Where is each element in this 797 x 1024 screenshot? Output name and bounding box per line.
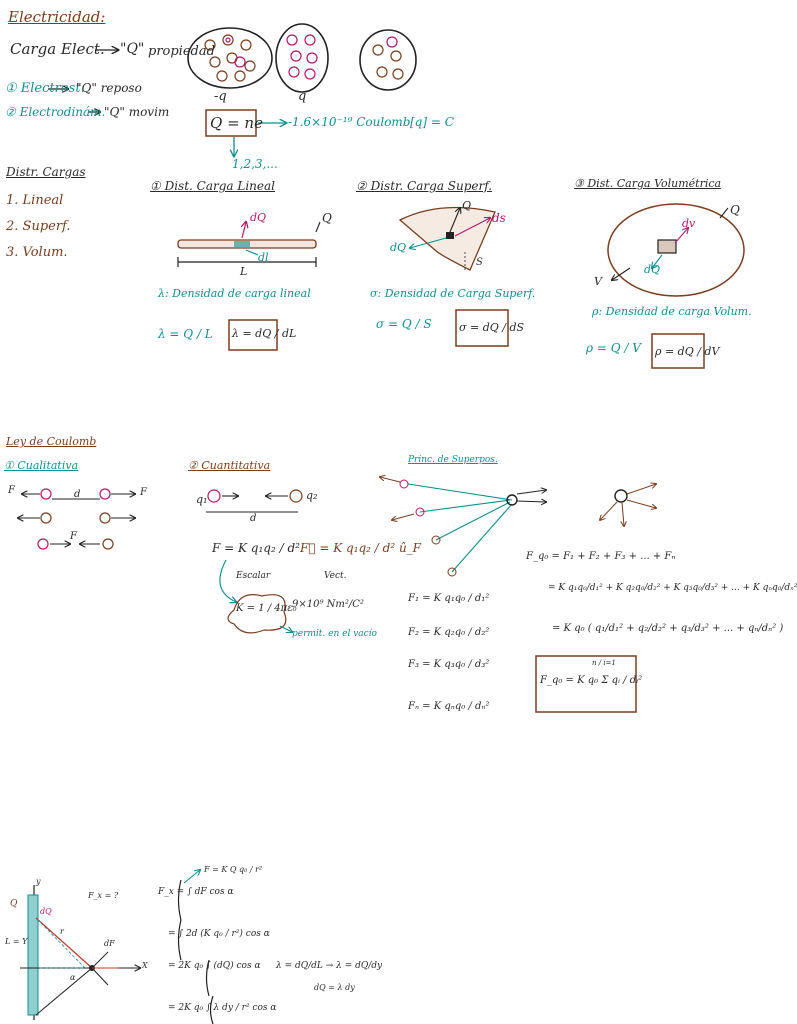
q-movim-label: "Q" movim [104, 105, 170, 119]
bottom-f-def: F = K Q q₀ / r² [204, 865, 263, 874]
plus-q-label: q [298, 89, 307, 104]
volum-f1: ρ = Q / V [586, 341, 641, 355]
distr-item-lineal: 1. Lineal [6, 193, 64, 208]
volum-dv: dv [682, 217, 696, 230]
d-label-quant: d [250, 513, 257, 524]
coulomb-force-eq: F = K q₁q₂ / d² [212, 541, 300, 555]
integral-2: = ∫ 2d (K q₀ / r²) cos α [168, 929, 270, 939]
propiedad-label: propiedad [148, 44, 215, 59]
lineal-heading: ① Dist. Carga Lineal [150, 179, 275, 193]
f3-eq: F₃ = K q₃q₀ / d₃² [408, 659, 490, 670]
vect-label: Vect. [324, 571, 347, 581]
superf-desc: σ: Densidad de Carga Superf. [370, 287, 536, 300]
electron-charge-value: -1.6×10⁻¹⁹ Coulomb [288, 115, 411, 129]
sum-boxed: F_q₀ = K q₀ Σ qᵢ / dᵢ² [540, 675, 643, 686]
force-label-right: F [140, 487, 147, 498]
superf-dQ: dQ [390, 241, 407, 254]
superf-ds: ds [492, 211, 506, 225]
distr-title: Distr. Cargas [6, 165, 86, 179]
sum-eq-1: F_q₀ = F₁ + F₂ + F₃ + ... + Fₙ [526, 551, 676, 562]
volum-dQ: dQ [644, 263, 661, 276]
coulomb-vector-eq: F⃗ = K q₁q₂ / d² û_F [300, 541, 422, 555]
cualitativa-heading: ① Cualitativa [4, 459, 79, 472]
dq-lambda-dy: dQ = λ dy [314, 983, 355, 992]
f1-eq: F₁ = K q₁q₀ / d₁² [408, 593, 490, 604]
q-symbol: "Q" [120, 41, 145, 57]
lineal-desc: λ: Densidad de carga lineal [158, 287, 311, 300]
force-label-left: F [8, 485, 15, 496]
q-reposo-label: "Q" reposo [76, 81, 142, 95]
integral-3: = 2K q₀ ∫ (dQ) cos α [168, 961, 261, 971]
bottom-fx: F_x = ? [88, 891, 119, 900]
cuantitativa-heading: ② Cuantitativa [188, 459, 271, 472]
sum-eq-2: = K q₁q₀/d₁² + K q₂q₀/d₂² + K q₃q₀/d₃² +… [548, 583, 797, 593]
bottom-L: L = Y [5, 937, 28, 946]
superf-S: S [476, 257, 483, 268]
n-values: 1,2,3,... [232, 157, 278, 171]
integral-4: = 2K q₀ ∫ λ dy / r² cos α [168, 1003, 277, 1013]
charge-blob-positive [275, 23, 329, 93]
fn-eq: Fₙ = K qₙq₀ / dₙ² [408, 701, 490, 712]
carga-elect-label: Carga Elect. [10, 40, 105, 58]
volum-desc: ρ: Densidad de carga Volum. [592, 305, 752, 318]
volum-Q: Q [730, 203, 740, 217]
distr-item-superf: 2. Superf. [6, 219, 71, 234]
charge-blob-negative [187, 27, 273, 89]
superf-heading: ② Distr. Carga Superf. [356, 179, 493, 193]
bottom-Q: Q [10, 899, 18, 909]
bottom-x: X [142, 961, 148, 970]
volum-f2: ρ = dQ / dV [655, 345, 720, 358]
volum-V: V [594, 275, 602, 288]
bottom-r: r [60, 927, 64, 936]
integral-1: F_x = ∫ dF cos α [158, 887, 234, 897]
unit-label: [q] = C [410, 115, 454, 129]
lineal-L: L [240, 265, 248, 278]
bottom-dF: dF [104, 939, 115, 948]
distance-label: d [74, 489, 81, 500]
q1-label: q₁ [196, 493, 208, 506]
escalar-label: Escalar [236, 571, 271, 581]
sum-limits: n / i=1 [592, 659, 616, 667]
superposicion-heading: Princ. de Superpos. [408, 455, 498, 465]
lineal-dq: dQ [250, 211, 267, 224]
distr-item-volum: 3. Volum. [6, 245, 68, 260]
force-label-attract: F [70, 531, 77, 542]
k-constant-eq: K = 1 / 4πε₀ [236, 603, 297, 614]
coulomb-title: Ley de Coulomb [6, 435, 97, 448]
q-eq-ne: Q = ne [210, 114, 263, 132]
lineal-f2: λ = dQ / dL [232, 327, 297, 340]
electrodinamica-label: ② Electrodinám. [5, 105, 106, 119]
superf-Q: Q [462, 199, 472, 212]
minus-q-label: -q [214, 89, 227, 104]
lineal-Q: Q [322, 211, 332, 225]
sketch-layer [0, 23, 745, 1024]
bottom-alpha: α [70, 973, 76, 982]
charge-blob-neutral [359, 29, 417, 91]
volum-heading: ③ Dist. Carga Volumétrica [574, 177, 722, 190]
permitividad-label: permit. en el vacío [292, 629, 377, 639]
superf-f1: σ = Q / S [376, 317, 432, 331]
lambda-relation: λ = dQ/dL → λ = dQ/dy [276, 961, 383, 971]
bottom-dQ: dQ [40, 907, 52, 916]
bottom-y: y [36, 877, 41, 886]
f2-eq: F₂ = K q₂q₀ / d₂² [408, 627, 490, 638]
sum-eq-3: = K q₀ ( q₁/d₁² + q₂/d₂² + q₃/d₃² + ... … [552, 623, 784, 634]
electrostatica-label: ① Electrost. [5, 81, 85, 96]
k-value: 9×10⁹ Nm²/C² [292, 599, 364, 610]
notes-canvas: Electricidad: Carga Elect. "Q" propiedad… [0, 8, 797, 1024]
lineal-f1: λ = Q / L [158, 327, 213, 341]
page-title: Electricidad: [8, 8, 106, 26]
q2-label: q₂ [306, 489, 318, 502]
superf-f2: σ = dQ / dS [459, 321, 525, 334]
lineal-dl: dl [258, 251, 269, 264]
